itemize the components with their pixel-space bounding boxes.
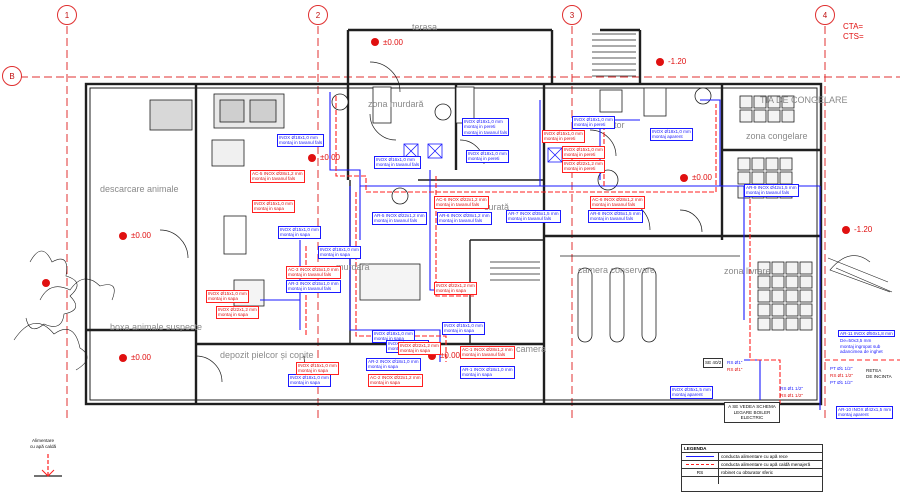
legend-row: conducta alimentare cu apă rece — [682, 453, 822, 461]
level-right-minus: -1.20 — [854, 225, 873, 234]
grid-bubble-1: 1 — [57, 5, 77, 25]
room-camera: camera — [516, 344, 547, 354]
grid-bubble-4: 4 — [815, 5, 835, 25]
room-zona-murdara: zona murdară — [368, 99, 424, 109]
level-right-center: ±0.00 — [692, 173, 712, 182]
room-descarcare: descarcare animale — [100, 184, 179, 194]
hot-water-supply-label: Alimentare cu apă caldă — [30, 438, 57, 449]
pipe-label: AR-11 INOX Ø50x1,8 mm — [838, 330, 895, 338]
room-tor: tor — [614, 120, 625, 130]
vegetation — [13, 250, 893, 371]
room-terasa: terasa — [412, 22, 438, 32]
grid-axes — [20, 26, 900, 420]
room-depozit-pielcor: depozit pielcor și copite — [220, 350, 314, 360]
fixtures — [403, 143, 563, 163]
outdoor-pipe-note: De=50x3,5 mm montaj ingropat sub adancim… — [840, 338, 883, 355]
room-curata: curată — [484, 202, 510, 212]
se-label: SE 40/2 — [703, 358, 724, 368]
room-zona-livrare: zona livrare — [724, 266, 771, 276]
room-depozit-congelare: TIA DE CONGELARE — [760, 95, 848, 105]
code-cta: CTA= — [843, 22, 864, 31]
valve-label: RS Ø1" — [727, 367, 743, 372]
incinta-note: RETEA DE INCINTA — [866, 368, 892, 379]
room-boxa: boxa animale suspecte — [110, 322, 203, 332]
valve-label: RS Ø1 1/2" — [780, 386, 804, 391]
boiler-note: A SE VEDEA SCHEMA LEGARE BOILER ELECTRIC — [724, 402, 780, 423]
level-left: ±0.00 — [131, 231, 151, 240]
room-camera-conservare: camera conservare — [578, 265, 656, 275]
legend-row — [682, 477, 822, 484]
level-bottom-center: ±0.00 — [440, 351, 460, 360]
freezer-racks — [737, 95, 813, 331]
legend-row: conducta alimentare cu apă caldă menajer… — [682, 461, 822, 469]
legend-row: RS robinet cu obturator sferic — [682, 469, 822, 477]
level-terrace: ±0.00 — [383, 38, 403, 47]
level-markers — [42, 38, 850, 362]
valve-label: RS Ø1" — [727, 360, 743, 365]
valve-label: PT Ø1 1/2" — [830, 366, 853, 371]
hot-water-pipes — [305, 96, 781, 404]
level-minus: -1.20 — [668, 57, 687, 66]
room-zona-congelare: zona congelare — [746, 131, 808, 141]
grid-bubble-b: B — [2, 66, 22, 86]
legend: LEGENDA conducta alimentare cu apă rece … — [681, 444, 823, 492]
riser-symbol — [34, 454, 62, 477]
level-center: ±0.00 — [320, 153, 340, 162]
legend-title: LEGENDA — [682, 445, 822, 453]
room-murdara: murdară — [336, 262, 370, 272]
level-bottom-left: ±0.00 — [131, 353, 151, 362]
conservation-rails — [560, 255, 740, 343]
equipment — [149, 86, 712, 307]
grid-bubble-2: 2 — [308, 5, 328, 25]
valve-label: RS Ø1 1/2" — [780, 393, 804, 398]
stairs — [490, 33, 636, 281]
valve-label: PT Ø1 1/2" — [830, 380, 853, 385]
valve-label: RS Ø1 1/2" — [830, 373, 854, 378]
code-cts: CTS= — [843, 32, 864, 41]
grid-bubble-3: 3 — [562, 5, 582, 25]
